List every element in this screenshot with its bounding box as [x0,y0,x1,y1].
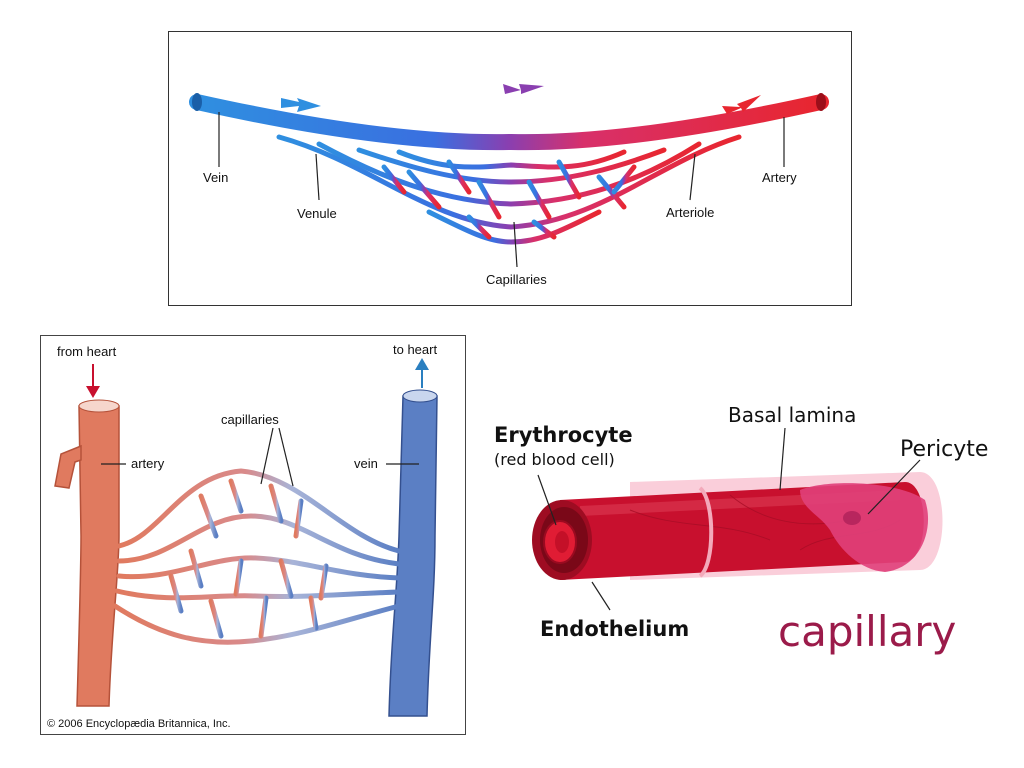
vein-label: Vein [203,170,228,185]
pericyte-label: Pericyte [900,437,988,462]
arteriole-leader [689,153,696,201]
from-heart-label: from heart [57,344,117,359]
erythrocyte-leader [537,474,557,526]
capillaries-leader [513,221,518,268]
venule-label: Venule [297,206,337,221]
pericyte-cell [800,483,929,572]
capillary-network-diagram: Vein Venule Capillaries Arteriole Artery [189,84,829,287]
arteriole-label: Arteriole [666,205,714,220]
capillaries-label: capillaries [221,412,279,427]
endothelium-leader [591,581,611,611]
vein-flow-arrow [281,98,321,112]
artery-opening [816,93,826,111]
basal-lamina-label: Basal lamina [728,403,856,427]
to-heart-arrow [415,358,429,388]
capillaries-label: Capillaries [486,272,547,287]
capillary-structure-panel: Erythrocyte (red blood cell) Basal lamin… [480,390,1010,670]
endothelium-label: Endothelium [540,617,689,641]
copyright-text: © 2006 Encyclopædia Britannica, Inc. [47,718,231,730]
to-heart-label: to heart [393,342,437,357]
pericyte-nucleus [843,511,861,525]
pericyte-leader [867,459,921,515]
basal-lamina-leader [779,427,786,491]
vein-opening [192,93,202,111]
artery-branch [54,444,82,489]
artery-label: Artery [762,170,797,185]
capillaries-leader-1 [260,427,274,485]
artery-opening [78,399,120,413]
capillary-bed [112,468,402,645]
capillaries-leader-2 [278,427,294,487]
artery-flow-arrow [722,95,761,114]
erythrocyte-label: Erythrocyte [494,423,633,447]
basal-lamina-ring [698,486,714,578]
from-heart-arrow [86,364,100,398]
artery-vessel [76,405,120,707]
vein-label: vein [354,456,378,471]
capillary-mesh [276,134,742,245]
capillary-title: capillary [778,607,956,656]
capillary-structure-diagram: Erythrocyte (red blood cell) Basal lamin… [494,403,988,656]
erythrocyte-center [555,531,569,553]
artery-label: artery [131,456,165,471]
vein-vessel [388,395,438,717]
capillary-flow-arrow [503,84,544,94]
artery-vein-diagram: from heart to heart capillaries artery v… [47,342,438,730]
top-capillary-network-panel: Vein Venule Capillaries Arteriole Artery [168,31,852,306]
erythrocyte-sub-label: (red blood cell) [494,450,615,469]
main-vessel [189,94,829,151]
vein-opening [402,389,438,403]
artery-vein-capillary-panel: from heart to heart capillaries artery v… [40,335,466,735]
venule-leader [315,153,320,201]
